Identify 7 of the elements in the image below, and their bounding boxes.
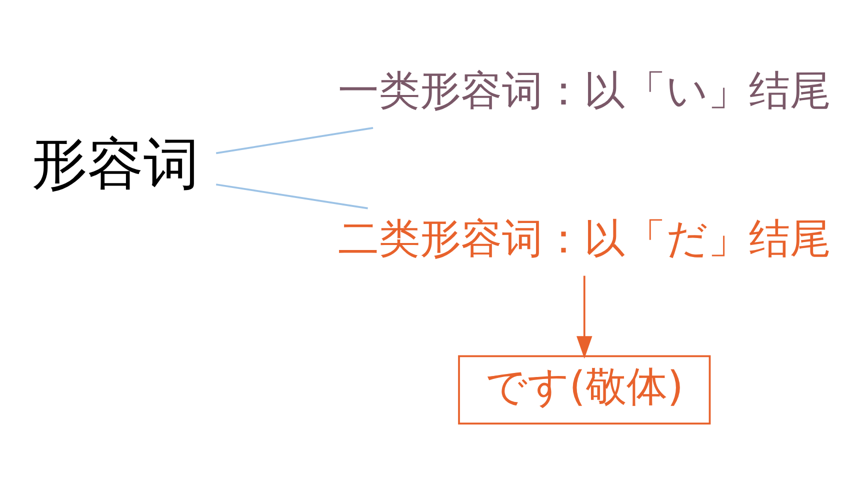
connector	[216, 184, 368, 210]
node-text: 二类形容词：以「だ」结尾	[338, 214, 831, 262]
node-text: 形容词	[32, 132, 200, 198]
node-box: です(敬体)	[458, 355, 711, 424]
node-text: 一类形容词：以「い」结尾	[338, 66, 831, 115]
connector	[216, 126, 374, 154]
arrow	[576, 276, 592, 359]
